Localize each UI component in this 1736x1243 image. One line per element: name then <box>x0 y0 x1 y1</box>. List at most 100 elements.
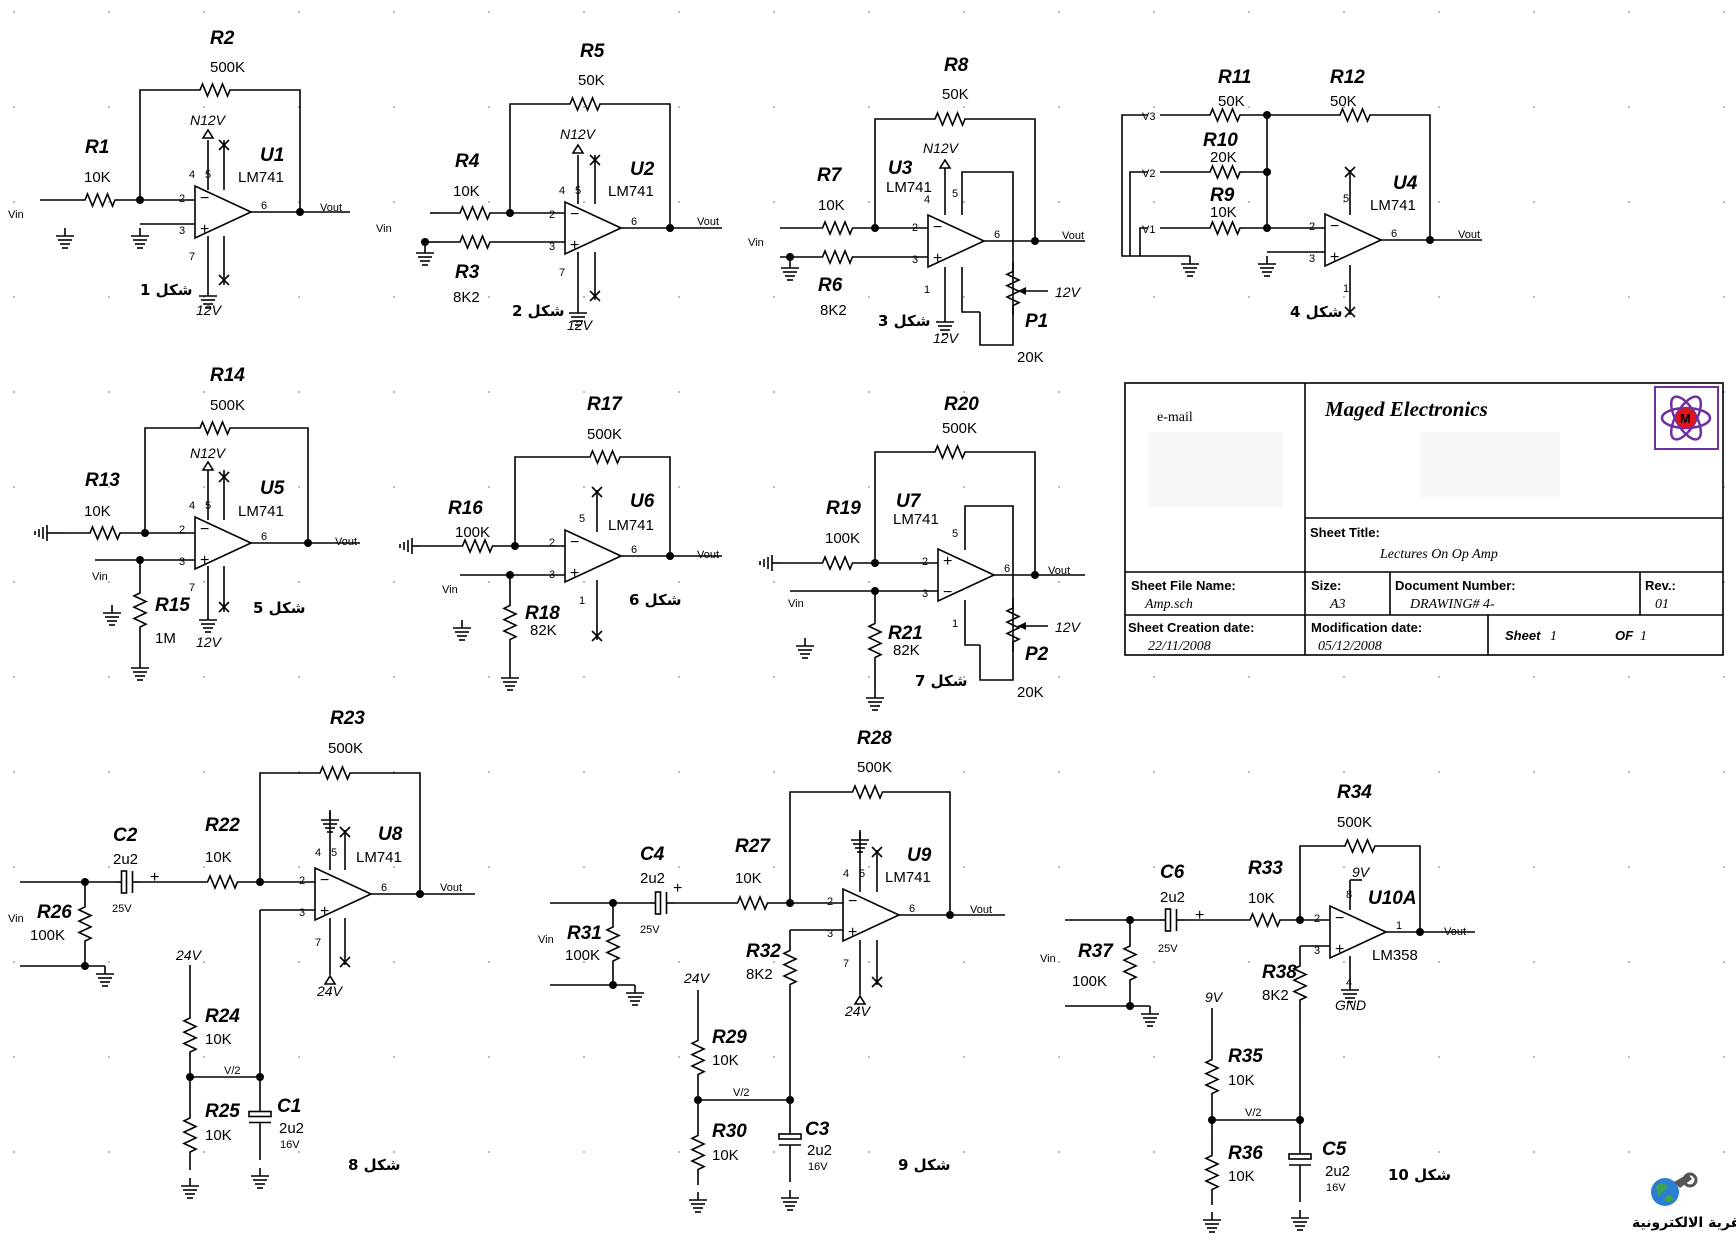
grid-dot <box>13 676 15 678</box>
grid-dot <box>1723 11 1725 13</box>
resistor <box>690 1120 706 1185</box>
grid-dot <box>203 106 205 108</box>
net-label: Vout <box>1048 565 1070 577</box>
resistor-ref: R19 <box>826 498 861 519</box>
nc-icon <box>871 976 883 988</box>
resistor-value: 8K2 <box>820 302 847 319</box>
resistor-ref: R22 <box>205 815 240 836</box>
resistor <box>132 560 148 660</box>
grid-dot <box>488 1151 490 1153</box>
capacitor-value: 2u2 <box>1160 889 1185 906</box>
opamp-symbol <box>1324 212 1383 268</box>
opamp-polarity: + <box>570 237 579 254</box>
grid-dot <box>963 391 965 393</box>
resistor <box>690 1025 706 1090</box>
pot-value: 20K <box>1017 349 1044 366</box>
wire <box>961 267 980 313</box>
capacitor-polarity: + <box>150 869 159 886</box>
grid-dot <box>1628 106 1630 108</box>
resistor-ref: R11 <box>1218 67 1251 88</box>
grid-dot <box>108 296 110 298</box>
wire <box>625 103 671 228</box>
pot-wiper-icon <box>1018 287 1026 295</box>
junction-dot <box>1263 168 1271 176</box>
net-label: Vout <box>320 202 342 214</box>
opamp-polarity: − <box>200 521 209 538</box>
resistor-ref: R21 <box>888 623 923 644</box>
net-label: N12V <box>190 445 227 461</box>
net-label: Vout <box>697 216 719 228</box>
net-label: 12V <box>196 302 223 318</box>
capacitor-voltage: 25V <box>640 924 660 936</box>
junction-dot <box>1416 928 1424 936</box>
grid-dot <box>1723 201 1725 203</box>
creation-date-label: Sheet Creation date: <box>1128 620 1254 635</box>
pin-number: 6 <box>1004 563 1010 575</box>
pin-number: 6 <box>631 544 637 556</box>
opamp-polarity: − <box>570 534 579 551</box>
grid-dots <box>13 11 1725 1153</box>
pin-number: 4 <box>843 868 849 880</box>
opamp-polarity: + <box>933 250 942 267</box>
resistor-ref: R18 <box>525 603 560 624</box>
opamp-polarity: + <box>200 552 209 569</box>
grid-dot <box>1153 11 1155 13</box>
opamp-ref: U4 <box>1393 173 1418 194</box>
grid-dot <box>773 866 775 868</box>
wire <box>961 171 1014 346</box>
grid-dot <box>1248 106 1250 108</box>
net-label: V/2 <box>733 1087 750 1099</box>
pin-number: 2 <box>299 875 305 887</box>
resistor <box>180 419 250 437</box>
capacitor-ref: C2 <box>113 825 138 846</box>
nc-icon <box>218 601 230 613</box>
grid-dot <box>1058 1056 1060 1058</box>
grid-dot <box>1153 1056 1155 1058</box>
grid-dot <box>1058 391 1060 393</box>
grid-dot <box>1628 961 1630 963</box>
resistor <box>545 95 625 113</box>
opamp-part: LM741 <box>238 503 284 520</box>
capacitor-voltage: 25V <box>1158 943 1178 955</box>
resistor <box>867 591 883 690</box>
capacitor-plate <box>1288 1153 1312 1160</box>
net-label: 24V <box>683 970 711 986</box>
supply-arrow-icon <box>938 158 952 169</box>
grid-dot <box>1153 961 1155 963</box>
resistor <box>1315 106 1395 124</box>
resistor-value: 10K <box>1228 1168 1255 1185</box>
grid-dot <box>583 961 585 963</box>
pin-number: 6 <box>631 216 637 228</box>
grid-dot <box>1343 866 1345 868</box>
grid-dot <box>773 391 775 393</box>
pin-number: 5 <box>331 847 337 859</box>
pin-number: 3 <box>299 907 305 919</box>
opamp-part: LM741 <box>885 869 931 886</box>
figure-label: شكل 6 <box>629 591 682 609</box>
supply-arrow-icon <box>323 974 337 985</box>
grid-dot <box>108 771 110 773</box>
wire <box>874 451 910 563</box>
grid-dot <box>1438 676 1440 678</box>
capacitor-value: 2u2 <box>640 870 665 887</box>
resistor <box>1185 219 1265 237</box>
resistor-value: 500K <box>942 420 977 437</box>
grid-dot <box>488 11 490 13</box>
grid-dot <box>488 961 490 963</box>
grid-dot <box>678 391 680 393</box>
junction-dot <box>694 1096 702 1104</box>
grid-dot <box>583 1056 585 1058</box>
grid-dot <box>678 1151 680 1153</box>
wire <box>139 89 180 200</box>
net-label: 12V <box>567 317 594 333</box>
grid-dot <box>108 866 110 868</box>
grid-dot <box>488 1056 490 1058</box>
resistor-ref: R28 <box>857 728 892 749</box>
junction-dot <box>1208 1116 1216 1124</box>
modification-date-label: Modification date: <box>1311 620 1422 635</box>
figure-label: شكل 1 <box>140 281 193 299</box>
capacitor-ref: C1 <box>277 1096 301 1117</box>
nc-icon <box>1344 306 1356 318</box>
